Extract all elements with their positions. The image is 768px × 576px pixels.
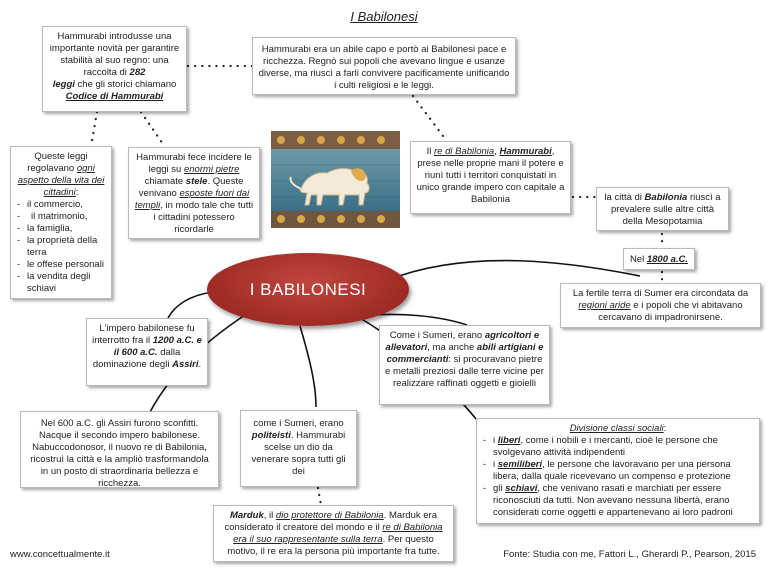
box-citta-babilonia: la città di Babilonia riuscì a prevalere… (596, 187, 729, 231)
re-text-1: Il (426, 146, 434, 157)
impero-date: 1200 a.C. e il 600 a.C. (113, 335, 202, 358)
re-di-babilonia: re di Babilonia (433, 146, 495, 157)
box-impero-interrotto: L'impero babilonese fu interrotto fra il… (86, 318, 208, 386)
leggi-item: la famiglia, (16, 223, 106, 235)
box-politeisti: come i Sumeri, erano politeisti. Hammura… (240, 410, 357, 487)
classi-liberi: liberi (497, 435, 521, 446)
classi-semiliberi-prefix: i (493, 459, 498, 470)
box-sumer: La fertile terra di Sumer era circondata… (560, 283, 761, 328)
nabu-text: Nel 600 a.C. gli Assiri furono sconfitti… (30, 418, 209, 489)
classi-semiliberi-text: , le persone che lavoravano per una pers… (493, 459, 731, 482)
leggi-item: il matrimonio, (16, 211, 106, 223)
marduk-text-2: . Marduk era considerato il creatore del… (224, 510, 437, 533)
sumeri-agricoltori: agricoltori e allevatori (385, 330, 540, 353)
box-abile-capo: Hammurabi era un abile capo e portò ai B… (252, 37, 516, 95)
impero-text-2: dalla dominazione degli (92, 347, 181, 370)
box-stele: Hammurabi fece incidere le leggi su enor… (128, 147, 260, 239)
citta-text-1: la città di (604, 192, 645, 203)
leggi-item: il commercio, (16, 199, 106, 211)
re-hammurabi: Hammurabi (499, 146, 552, 157)
box-classi-sociali: Divisione classi sociali: i liberi, come… (476, 418, 760, 524)
classi-title: Divisione classi sociali (569, 423, 664, 434)
box-agricoltori: Come i Sumeri, erano agricoltori e allev… (379, 325, 550, 405)
leggi-text-1: Queste leggi regolavano (27, 151, 88, 174)
box-nabuccodonosor: Nel 600 a.C. gli Assiri furono sconfitti… (20, 411, 219, 489)
sumer-regioni-aride: regioni aride (578, 300, 631, 311)
classi-schiavi-text: , che venivano rasati e marchiati per es… (493, 483, 733, 518)
classi-liberi-prefix: i (493, 435, 498, 446)
codice-leggi: leggi (52, 79, 75, 90)
classi-item-semiliberi: i semiliberi, le persone che lavoravano … (482, 459, 754, 483)
box-marduk: Marduk, il dio protettore di Babilonia. … (213, 505, 454, 562)
box-re-babilonia: Il re di Babilonia, Hammurabi, prese nel… (410, 141, 571, 214)
stele-text-3: . Queste venivano (138, 176, 244, 199)
leggi-item: la proprietà della terra (16, 235, 106, 259)
codice-282: 282 (129, 67, 146, 78)
box-anno-1800: Nel 1800 a.C. (623, 248, 695, 270)
citta-babilonia: Babilonia (644, 192, 688, 203)
politeisti-word: politeisti (251, 430, 291, 441)
marduk-text-1: , il (263, 510, 276, 521)
leggi-ogni-aspetto: ogni aspetto della vita dei cittadini (17, 163, 105, 198)
marduk-rappresentante: re di Babilonia era il suo rappresentant… (233, 522, 443, 545)
leggi-colon: : (75, 187, 79, 198)
lion-icon (271, 131, 400, 228)
codice-text-1: Hammurabi introdusse una importante novi… (49, 31, 180, 78)
marduk-name: Marduk (229, 510, 264, 521)
sumeri-text-3: : si procuravano pietre e metalli prezio… (385, 354, 544, 389)
re-text-2: , (494, 146, 500, 157)
box-queste-leggi: Queste leggi regolavano ogni aspetto del… (10, 146, 112, 299)
politeisti-text-1: come i Sumeri, erano (253, 418, 344, 429)
leggi-item: la vendita degli schiavi (16, 271, 106, 295)
stele-text-1: Hammurabi fece incidere le leggi su (136, 152, 252, 175)
classi-colon: : (663, 423, 667, 434)
stele-text-2: chiamate (144, 176, 186, 187)
stele-esposte: esposte fuori dai templi (134, 188, 250, 211)
stele-text-4: , in modo tale che tutti i cittadini pot… (153, 200, 254, 235)
leggi-list: il commercio, il matrimonio, la famiglia… (16, 199, 106, 295)
marduk-dio: dio protettore di Babilonia (275, 510, 384, 521)
re-text-3: , prese nelle proprie mani il potere e r… (416, 146, 565, 205)
sumeri-artigiani: abili artigiani e commercianti (386, 342, 544, 365)
sumer-text-2: e i popoli che vi abitavano cercavano di… (598, 300, 743, 323)
stele-stele: stele (185, 176, 208, 187)
ishtar-lion-image (271, 131, 400, 228)
classi-list: i liberi, come i nobili e i mercanti, ci… (482, 435, 754, 519)
impero-assiri: Assiri (172, 359, 199, 370)
classi-semiliberi: semiliberi (497, 459, 543, 470)
classi-item-schiavi: gli schiavi, che venivano rasati e march… (482, 483, 754, 519)
central-topic: I BABILONESI (207, 253, 409, 326)
classi-schiavi-prefix: gli (493, 483, 506, 494)
anno-text: Nel (629, 254, 647, 265)
footer-source: Fonte: Studia con me, Fattori L., Gherar… (503, 549, 756, 560)
page-title: I Babilonesi (350, 9, 418, 24)
impero-text-3: . (198, 359, 202, 370)
box-codice-hammurabi: Hammurabi introdusse una importante novi… (42, 26, 187, 112)
capo-text: Hammurabi era un abile capo e portò ai B… (258, 44, 510, 91)
anno-value: 1800 a.C. (646, 254, 689, 265)
sumeri-text-2: , ma anche (427, 342, 477, 353)
classi-item-liberi: i liberi, come i nobili e i mercanti, ci… (482, 435, 754, 459)
codice-name: Codice di Hammurabi (65, 91, 164, 102)
sumer-text-1: La fertile terra di Sumer era circondata… (572, 288, 749, 299)
codice-text-2: che gli storici chiamano (74, 79, 177, 90)
citta-text-2: riuscì a prevalere sulle altre città del… (611, 192, 721, 227)
classi-liberi-text: , come i nobili e i mercanti, cioè le pe… (493, 435, 718, 458)
stele-pietre: enormi pietre (183, 164, 240, 175)
politeisti-text-2: . Hammurabi scelse un dio da venerare so… (251, 430, 346, 477)
footer-site: www.concettualmente.it (10, 549, 110, 560)
marduk-text-3: . Per questo motivo, il re era la person… (227, 534, 440, 557)
leggi-item: le offese personali (16, 259, 106, 271)
impero-text-1: L'impero babilonese fu interrotto fra il (92, 323, 195, 346)
sumeri-text-1: Come i Sumeri, erano (389, 330, 485, 341)
classi-schiavi: schiavi (505, 483, 538, 494)
